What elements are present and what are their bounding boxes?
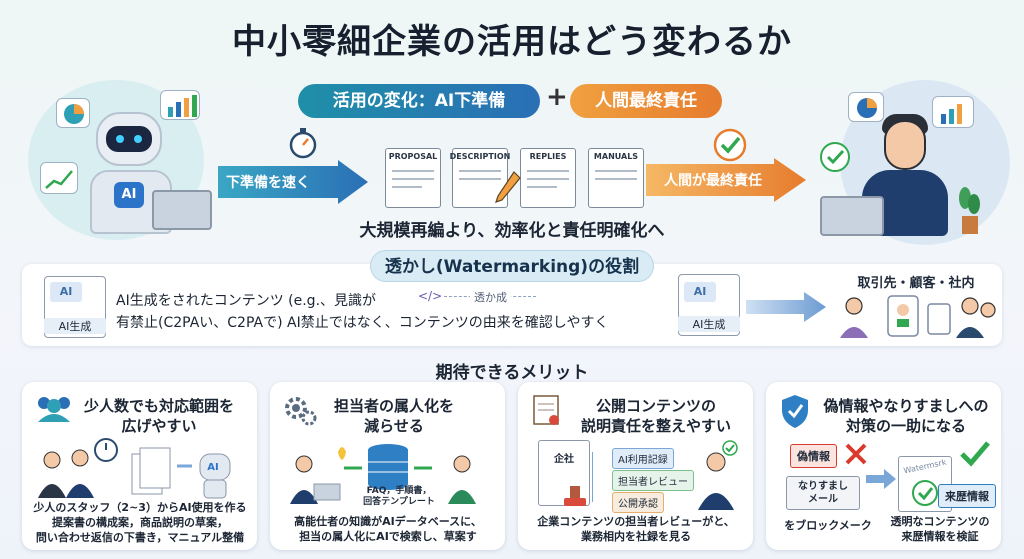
shield-icon [782, 395, 808, 428]
card-title: 少人数でも対応範囲を 広げやすい [83, 397, 234, 435]
checkmark-icon [960, 441, 990, 467]
document-label: REPLIES [529, 152, 567, 161]
gear-icon [285, 397, 317, 426]
provenance-tag: 来歴情報 [938, 484, 996, 508]
watermark-title: 透かし(Watermarking)の役割 [370, 250, 654, 282]
verified-icon [912, 480, 938, 506]
ai-usage-record-chip: AI利用記録 [612, 448, 674, 469]
watermark-mid-label: 透か成 [470, 289, 511, 305]
ai-generated-tag: AI生成 [44, 318, 106, 334]
card-description: 少人のスタッフ（2~3）からAI使用を作る 提案書の構成案，商品説明の草案， 問… [33, 501, 247, 544]
robot-ai-chip: AI [207, 462, 219, 473]
robot-laptop-icon [152, 190, 212, 230]
document-label: PROPOSAL [388, 152, 438, 161]
code-icon: </> [418, 289, 443, 303]
plus-sign: + [546, 82, 568, 112]
responsibility-arrow-label: 人間が最終責任 [664, 173, 762, 189]
pie-chart-icon [56, 98, 90, 128]
plant-icon [959, 187, 980, 234]
businessman-head [884, 120, 926, 170]
summary-line: 大規模再編より、効率化と責任明確化へ [359, 221, 665, 241]
card-description: 高能仕者の知識がAIデータベースに、 担当の属人化にAIで検索し、草案す [294, 515, 482, 543]
small-team-illustration [38, 438, 231, 499]
page-title: 中小零細企業の活用はどう変わるか [232, 22, 792, 62]
ai-badge: AI [684, 282, 716, 302]
document-label: DESCRIPTION [449, 152, 511, 161]
reviewer-person-icon [698, 440, 738, 510]
publish-approval-chip: 公開承認 [612, 492, 664, 513]
document-label: MANUALS [593, 152, 639, 161]
speed-arrow-label: 下準備を速く [226, 175, 310, 191]
robot-ai-chip: AI [114, 182, 144, 208]
watermark-line-2: 有禁止(C2PAい、C2PAで) AI禁止ではなく、コンテンツの由来を確認しやす… [116, 315, 609, 331]
ai-generated-tag: AI生成 [678, 316, 740, 332]
pencil-icon [495, 171, 521, 203]
bar-chart-icon [160, 90, 200, 120]
robot-face [106, 126, 152, 152]
human-responsibility-pill: 人間最終責任 [570, 84, 722, 118]
robot-eye-icon [134, 135, 142, 143]
responsibility-arrow [646, 158, 806, 202]
audience-people-icon [840, 295, 996, 338]
forward-arrow [866, 469, 896, 489]
card-title: 偽情報やなりすましへの 対策の一助になる [823, 397, 989, 435]
database-label: FAQ，手順書， 回答テンプレート [363, 486, 435, 507]
bar-chart-icon [932, 96, 974, 128]
watermark-description: AI生成をされたコンテンツ (e.g.、見識が 有禁止(C2PAい、C2PAで)… [116, 290, 609, 334]
connector [592, 452, 606, 502]
stopwatch-icon [289, 128, 317, 159]
forward-arrow [746, 292, 826, 322]
company-document-label: 企社 [554, 454, 574, 465]
speed-arrow [218, 160, 368, 204]
cross-icon [845, 443, 867, 465]
audience-label: 取引先・顧客・社内 [857, 276, 975, 291]
checkmark-icon [820, 142, 850, 172]
businessman-laptop-icon [820, 196, 884, 236]
team-icon [38, 397, 70, 422]
certificate-icon [533, 395, 559, 425]
fake-info-tag: 偽情報 [790, 444, 837, 468]
change-pill: 活用の変化：AI下準備 [298, 84, 540, 118]
checkmark-icon [713, 128, 747, 162]
stamp-icon [564, 486, 586, 506]
company-document [538, 440, 590, 506]
reviewer-chip: 担当者レビュー [612, 470, 694, 491]
robot-eye-icon [116, 135, 124, 143]
pie-chart-icon [848, 92, 884, 122]
benefits-heading: 期待できるメリット [435, 363, 589, 383]
card-title: 公開コンテンツの 説明責任を整えやすい [580, 397, 731, 435]
line-chart-icon [40, 162, 78, 194]
knowledge-database-illustration [290, 444, 476, 504]
card-description: 企業コンテンツの担当者レビューがと、 業務相内を社録を見る [537, 515, 735, 543]
ai-badge: AI [50, 282, 82, 302]
card-description-left: をブロックメーク [784, 519, 872, 532]
card-title: 担当者の属人化を 減らせる [333, 397, 454, 435]
card-description-right: 透明なコンテンツの 来歴情報を検証 [890, 515, 990, 543]
spoof-mail-tag: なりすまし メール [786, 476, 860, 510]
watermark-line-1: AI生成をされたコンテンツ (e.g.、見識が [116, 293, 377, 309]
